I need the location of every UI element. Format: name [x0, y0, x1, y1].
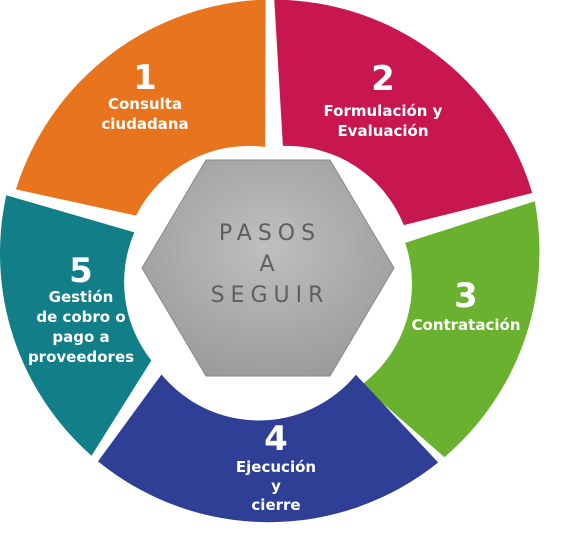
step-number: 4	[264, 419, 288, 459]
step-3: 3 Contratación	[412, 276, 521, 334]
segment-step-5	[0, 195, 152, 456]
segment-step-1	[15, 0, 266, 216]
step-label-line: Contratación	[412, 316, 521, 334]
step-5: 5 Gestión de cobro o pago a proveedores	[28, 251, 134, 366]
step-label-line: proveedores	[28, 348, 134, 366]
center-hexagon	[141, 159, 395, 377]
segment-step-4	[98, 374, 439, 523]
step-label-line: cierre	[251, 496, 300, 514]
step-segments	[0, 0, 540, 523]
step-label-line: de cobro o	[36, 308, 125, 326]
step-number: 1	[133, 58, 157, 98]
step-label-line: y	[271, 477, 281, 495]
center-line-2: A	[259, 252, 280, 277]
step-number: 3	[454, 276, 478, 316]
step-label-line: Gestión	[49, 288, 114, 306]
step-1: 1 Consulta ciudadana	[101, 58, 188, 133]
center-line-3: SEGUIR	[211, 283, 330, 308]
step-label-line: Formulación y	[324, 102, 443, 120]
step-number: 5	[69, 251, 93, 291]
center-line-1: PASOS	[219, 221, 321, 246]
step-label-line: Ejecución	[236, 458, 316, 476]
step-label-line: ciudadana	[101, 115, 188, 133]
center-label: PASOS A SEGUIR	[211, 221, 330, 308]
step-2: 2 Formulación y Evaluación	[324, 59, 443, 140]
step-number: 2	[371, 59, 395, 99]
step-label-line: Evaluación	[337, 122, 428, 140]
step-4: 4 Ejecución y cierre	[236, 419, 316, 514]
segment-step-2	[274, 0, 533, 226]
step-label-line: pago a	[52, 328, 109, 346]
segment-step-3	[361, 201, 540, 458]
step-label-line: Consulta	[108, 95, 182, 113]
